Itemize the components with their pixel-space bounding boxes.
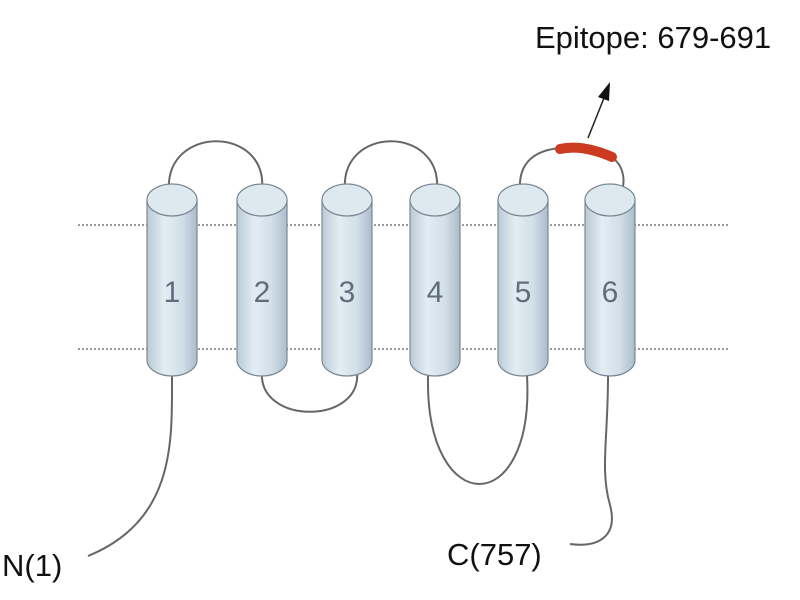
helix-body [236, 199, 288, 377]
helix-body [321, 199, 373, 377]
helix-2: 2 [236, 183, 288, 377]
loops [87, 140, 625, 557]
helix-4: 4 [409, 183, 461, 377]
extracellular-loop-1 [167, 140, 264, 191]
helix-6: 6 [584, 183, 636, 377]
helix-body [409, 199, 461, 377]
helix-body [584, 199, 636, 377]
helix-cap [409, 183, 461, 217]
helix-number-label: 1 [164, 276, 181, 309]
helix-number-label: 6 [602, 276, 619, 309]
extracellular-loop-2 [343, 140, 439, 191]
helix-cap [321, 183, 373, 217]
helix-number-label: 3 [339, 276, 356, 309]
helix-number-label: 2 [254, 276, 271, 309]
epitope-segment [555, 142, 617, 162]
n-terminal-tail [87, 375, 174, 557]
epitope-arrow-head [598, 82, 610, 101]
helix-cap [497, 183, 549, 217]
helix-number-label: 5 [515, 276, 532, 309]
helix-number-label: 4 [427, 276, 444, 309]
intracellular-loop-1 [260, 371, 359, 413]
helix-3: 3 [321, 183, 373, 377]
helices: 1 2 3 4 5 6 [146, 183, 636, 377]
helix-cap [584, 183, 636, 217]
epitope-label: Epitope: 679-691 [535, 20, 771, 55]
helix-cap [236, 183, 288, 217]
helix-body [497, 199, 549, 377]
helix-1: 1 [146, 183, 198, 377]
c-terminus-label: C(757) [447, 537, 542, 572]
intracellular-loop-2 [426, 375, 529, 485]
helix-cap [146, 183, 198, 217]
n-terminus-label: N(1) [2, 548, 62, 583]
epitope-arrow-shaft [587, 97, 605, 139]
c-terminal-tail [569, 375, 613, 546]
helix-body [146, 199, 198, 377]
helix-5: 5 [497, 183, 549, 377]
